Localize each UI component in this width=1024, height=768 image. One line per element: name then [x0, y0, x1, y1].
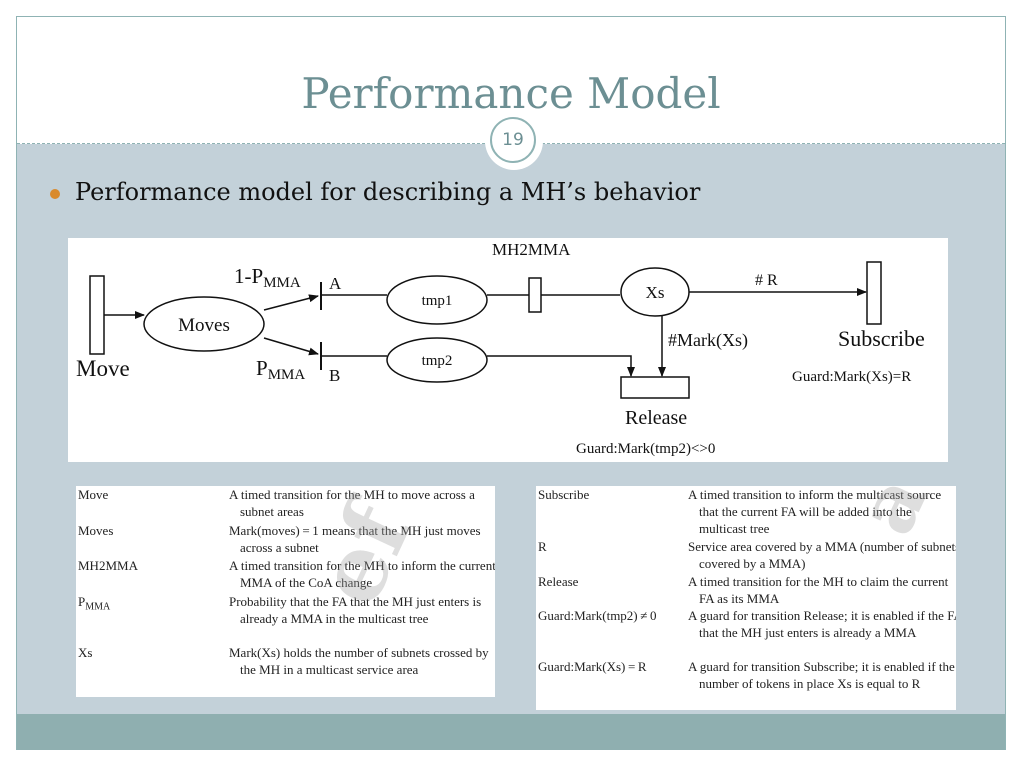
branch-a-label: A — [329, 274, 342, 293]
mh2mma-transition — [528, 277, 542, 313]
subscribe-transition — [866, 261, 882, 325]
bullet-icon — [50, 189, 60, 199]
table-term: MH2MMA — [78, 558, 138, 573]
table-desc: Service area covered by a MMA (number of… — [688, 539, 956, 571]
branch-b-label: B — [329, 366, 340, 385]
table-desc: Mark(moves) = 1 means that the MH just m… — [229, 523, 481, 555]
table-term: PMMA — [78, 594, 111, 613]
table-term: Subscribe — [538, 487, 590, 502]
arc-moves-b — [263, 337, 319, 356]
petri-net-svg: Move Moves 1-PMMA PMMA A B tmp1 MH2MMA X — [76, 240, 925, 457]
petri-net-diagram: Move Moves 1-PMMA PMMA A B tmp1 MH2MMA X — [68, 238, 948, 462]
xs-label: Xs — [646, 283, 665, 302]
table-desc: A guard for transition Subscribe; it is … — [688, 659, 955, 691]
table-term: R — [538, 539, 547, 554]
table-term: Guard:Mark(tmp2) ≠ 0 — [538, 608, 657, 623]
tmp2-label: tmp2 — [422, 353, 453, 369]
r-arc-label: # R — [755, 272, 778, 289]
release-guard: Guard:Mark(tmp2)<>0 — [576, 441, 715, 457]
table-desc: A guard for transition Release; it is en… — [688, 608, 956, 640]
bullet-text: Performance model for describing a MH’s … — [75, 178, 701, 206]
table-term: Move — [78, 487, 109, 502]
table-term: Guard:Mark(Xs) = R — [538, 659, 647, 674]
move-transition — [89, 275, 105, 355]
move-label: Move — [76, 356, 130, 381]
footer-bar — [17, 714, 1005, 750]
definitions-table-right: Subscribe A timed transition to inform t… — [536, 486, 956, 710]
table-term: Moves — [78, 523, 114, 538]
mark-xs-arc-label: #Mark(Xs) — [668, 330, 748, 351]
slide-title: Performance Model — [301, 69, 721, 118]
slide-number: 19 — [490, 117, 536, 163]
subscribe-label: Subscribe — [838, 326, 925, 351]
arc-moves-a — [263, 294, 319, 311]
tmp1-label: tmp1 — [422, 293, 453, 309]
mh2mma-label: MH2MMA — [492, 240, 571, 259]
release-label: Release — [625, 407, 687, 429]
release-transition — [620, 376, 690, 399]
p-mma-label: PMMA — [256, 356, 305, 383]
tmp2-place — [386, 337, 488, 383]
table-desc: A timed transition for the MH to inform … — [229, 558, 495, 590]
moves-label: Moves — [178, 315, 230, 336]
tmp1-place — [386, 275, 488, 325]
table-desc: Mark(Xs) holds the number of subnets cro… — [229, 645, 489, 677]
definitions-table-left: Move A timed transition for the MH to mo… — [76, 486, 495, 697]
table-term: Release — [538, 574, 579, 589]
table-desc: A timed transition for the MH to move ac… — [229, 487, 475, 519]
moves-place — [143, 296, 265, 352]
table-desc: A timed transition to inform the multica… — [688, 487, 942, 536]
subscribe-guard: Guard:Mark(Xs)=R — [792, 369, 911, 385]
one-minus-p-mma-label: 1-PMMA — [234, 264, 301, 291]
table-term: Xs — [78, 645, 93, 660]
table-desc: Probability that the FA that the MH just… — [229, 594, 482, 626]
arc-tmp2-release — [487, 355, 635, 377]
table-desc: A timed transition for the MH to claim t… — [688, 574, 949, 606]
